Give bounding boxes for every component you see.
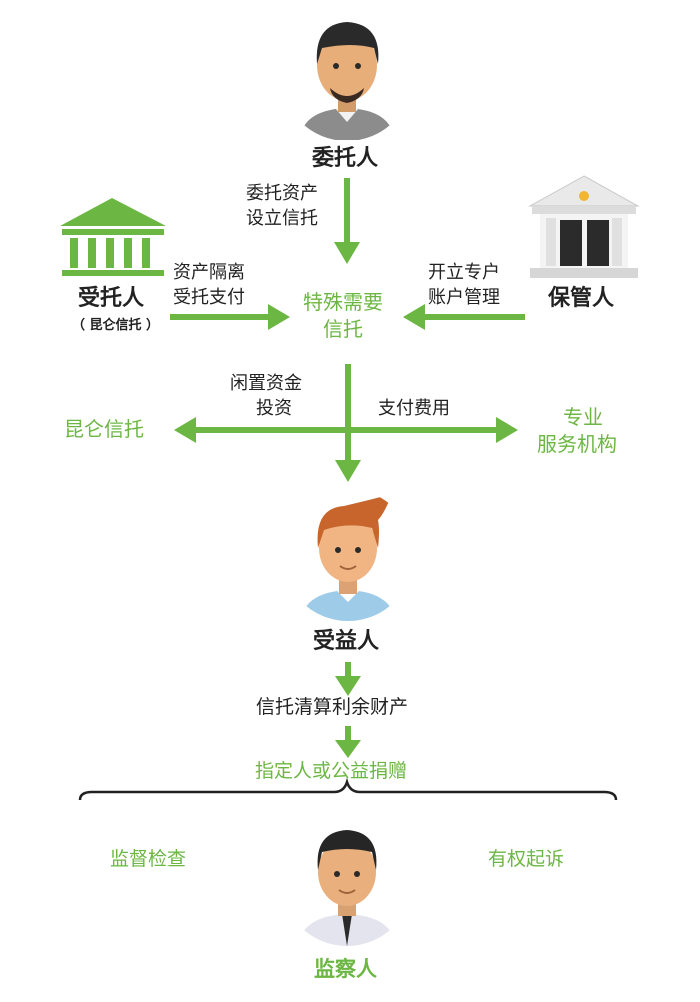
supervise-right-label: 有权起诉 — [488, 848, 564, 872]
supervise-left-label: 监督检查 — [110, 848, 186, 872]
arrow-to-kunlun — [174, 417, 348, 443]
arrow-settlor-to-trust — [334, 178, 360, 264]
trust-label-line2: 信托 — [323, 317, 363, 342]
flow-custodian-line2: 账户管理 — [428, 287, 500, 310]
flow-invest-line1: 闲置资金 — [230, 373, 302, 396]
bank-columns-icon — [60, 198, 166, 276]
arrow-to-service — [348, 417, 518, 443]
settlor-avatar-icon — [282, 8, 414, 140]
settlor-label: 委托人 — [312, 145, 378, 173]
flow-settlor-line2: 设立信托 — [246, 208, 318, 231]
trustee-label: 受托人 — [78, 285, 144, 313]
arrow-trust-down — [335, 364, 361, 482]
beneficiary-avatar-icon — [282, 489, 414, 622]
flow-fees: 支付费用 — [378, 398, 450, 421]
supervisor-avatar-icon — [282, 814, 414, 946]
custodian-label: 保管人 — [548, 285, 614, 313]
arrow-liquidation-down — [335, 726, 361, 758]
flow-trustee-line1: 资产隔离 — [173, 262, 245, 285]
service-label-line1: 专业 — [563, 405, 603, 430]
supervision-brace — [80, 782, 616, 800]
kunlun-label: 昆仑信托 — [64, 417, 144, 442]
arrow-beneficiary-down — [335, 662, 361, 696]
trustee-sublabel: （ 昆仑信托 ） — [72, 318, 159, 334]
bank-building-icon — [530, 176, 638, 278]
donate-label: 指定人或公益捐赠 — [255, 760, 407, 784]
service-label-line2: 服务机构 — [537, 432, 617, 457]
flow-trustee-line2: 受托支付 — [173, 287, 245, 310]
flow-settlor-line1: 委托资产 — [246, 183, 318, 206]
trust-label-line1: 特殊需要 — [303, 290, 383, 315]
flow-invest-line2: 投资 — [256, 398, 292, 421]
flow-liquidation: 信托清算利余财产 — [256, 696, 408, 720]
flow-custodian-line1: 开立专户 — [428, 262, 500, 285]
beneficiary-label: 受益人 — [313, 628, 379, 656]
supervisor-label: 监察人 — [314, 956, 377, 982]
